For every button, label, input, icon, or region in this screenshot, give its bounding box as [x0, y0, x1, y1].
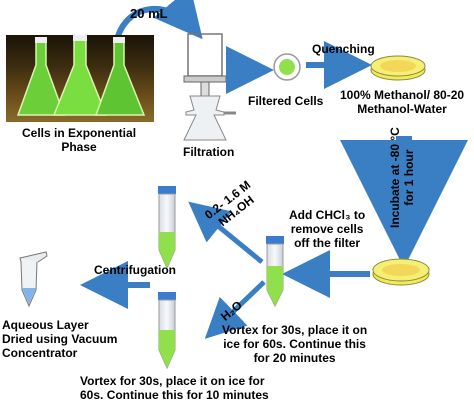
arrow-nh4oh	[188, 201, 264, 264]
flasks-photo	[6, 35, 154, 122]
vortex-10-label: Vortex for 30s, place it on ice for 60s.…	[80, 374, 269, 402]
centrifugation-label: Centrifugation	[94, 263, 176, 277]
extraction-dish-icon	[372, 258, 430, 286]
quenching-label: Quenching	[312, 42, 375, 56]
filtered-cells-label: Filtered Cells	[248, 94, 324, 108]
quench-dish-icon	[370, 55, 426, 81]
aqueous-layer-label: Aqueous Layer Dried using Vacuum Concent…	[2, 318, 118, 360]
incubate-label: Incubate at -80 °C for 1 hour	[388, 127, 416, 228]
filtration-apparatus-icon	[183, 33, 236, 141]
centrifuge-tube-main-icon	[266, 236, 284, 308]
filtration-label: Filtration	[183, 145, 235, 159]
eppendorf-tube-icon	[19, 251, 48, 308]
centrifuge-tube-lower-icon	[158, 292, 176, 370]
volume-label: 20 mL	[130, 6, 168, 21]
add-chcl3-label: Add CHCl₃ to remove cells off the filter	[289, 208, 366, 250]
arrow-water	[204, 280, 266, 339]
cells-phase-label: Cells in Exponential Phase	[22, 126, 137, 154]
vortex-20-label: Vortex for 30s, place it on ice for 60s.…	[222, 323, 368, 365]
centrifuge-tube-upper-icon	[158, 186, 176, 270]
curved-arrow-transfer	[115, 0, 203, 40]
flasks-icon	[16, 35, 146, 116]
methanol-label: 100% Methanol/ 80-20 Methanol-Water	[340, 88, 465, 116]
